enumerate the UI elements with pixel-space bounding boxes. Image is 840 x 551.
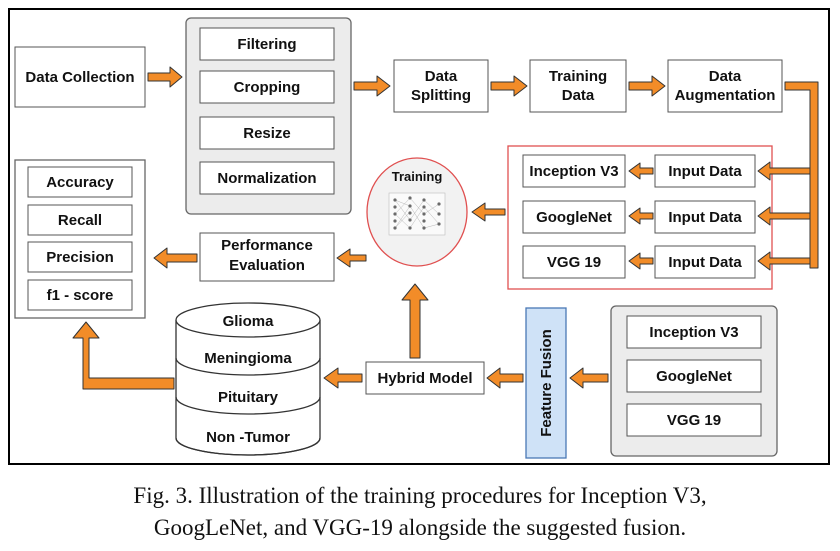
cropping-box bbox=[199, 70, 335, 104]
data-splitting-box bbox=[393, 59, 489, 113]
input-data-label-2: Input Data bbox=[668, 209, 742, 226]
feature-fusion-label: Feature Fusion bbox=[538, 329, 555, 437]
filtering-label: Filtering bbox=[237, 36, 296, 53]
fusion-googlenet-box bbox=[626, 359, 762, 393]
training-label: Training bbox=[392, 169, 443, 184]
performance-evaluation-label-1: Performance bbox=[221, 237, 313, 254]
resize-label: Resize bbox=[243, 125, 291, 142]
arrow-to-input-data-2 bbox=[757, 206, 811, 226]
fusion-inception-v3-label: Inception V3 bbox=[649, 324, 738, 341]
data-splitting-label-1: Data bbox=[425, 68, 458, 85]
arrow-collection-to-preprocessing bbox=[147, 66, 183, 88]
recall-label: Recall bbox=[58, 212, 102, 229]
training-data-box bbox=[529, 59, 627, 113]
pituitary-label: Pituitary bbox=[218, 389, 279, 406]
training-data-label-1: Training bbox=[549, 68, 607, 85]
input-data-label-1: Input Data bbox=[668, 163, 742, 180]
accuracy-label: Accuracy bbox=[46, 174, 114, 191]
f1-score-label: f1 - score bbox=[47, 287, 114, 304]
feature-fusion-box bbox=[525, 307, 567, 459]
glioma-label: Glioma bbox=[223, 313, 275, 330]
precision-label: Precision bbox=[46, 249, 114, 266]
precision-box bbox=[27, 241, 133, 273]
arrow-augmentation-connector bbox=[784, 81, 819, 269]
hybrid-model-label: Hybrid Model bbox=[377, 370, 472, 387]
arrow-training-data-to-augmentation bbox=[628, 75, 666, 97]
caption-line-1: Fig. 3. Illustration of the training pro… bbox=[133, 483, 707, 508]
arrow-backbones-to-fusion bbox=[569, 367, 609, 389]
arrow-to-input-data-3 bbox=[757, 251, 811, 271]
googlenet-box bbox=[522, 200, 626, 234]
training-data-label-2: Data bbox=[562, 87, 595, 104]
non-tumor-label: Non -Tumor bbox=[206, 429, 290, 446]
meningioma-label: Meningioma bbox=[204, 350, 292, 367]
arrow-preprocessing-to-splitting bbox=[353, 75, 391, 97]
recall-box bbox=[27, 204, 133, 236]
inception-v3-label: Inception V3 bbox=[529, 163, 618, 180]
data-splitting-label-2: Splitting bbox=[411, 87, 471, 104]
arrow-hybrid-to-training bbox=[401, 283, 429, 359]
googlenet-label: GoogleNet bbox=[536, 209, 612, 226]
vgg19-label: VGG 19 bbox=[547, 254, 601, 271]
arrow-hybrid-to-database bbox=[323, 367, 363, 389]
data-collection-label: Data Collection bbox=[25, 69, 134, 86]
cropping-label: Cropping bbox=[234, 79, 301, 96]
arrow-splitting-to-training-data bbox=[490, 75, 528, 97]
performance-evaluation-box bbox=[199, 232, 335, 282]
hybrid-model-box bbox=[365, 361, 485, 395]
data-augmentation-label-1: Data bbox=[709, 68, 742, 85]
data-collection-box bbox=[14, 46, 146, 108]
arrow-training-to-evaluation bbox=[336, 248, 367, 268]
arrow-to-input-data-1 bbox=[757, 161, 811, 181]
arrow-input-to-vgg19 bbox=[628, 252, 654, 270]
arrow-input-to-googlenet bbox=[628, 207, 654, 225]
accuracy-box bbox=[27, 166, 133, 198]
normalization-box bbox=[199, 161, 335, 195]
vgg19-box bbox=[522, 245, 626, 279]
input-data-label-3: Input Data bbox=[668, 254, 742, 271]
figure-caption: Fig. 3. Illustration of the training pro… bbox=[0, 480, 840, 544]
fusion-googlenet-label: GoogleNet bbox=[656, 368, 732, 385]
f1-score-box bbox=[27, 279, 133, 311]
fusion-vgg19-label: VGG 19 bbox=[667, 412, 721, 429]
input-data-box-1 bbox=[654, 154, 756, 188]
data-augmentation-box bbox=[667, 59, 783, 113]
arrow-database-to-metrics bbox=[72, 321, 175, 390]
resize-box bbox=[199, 116, 335, 150]
inception-v3-box bbox=[522, 154, 626, 188]
fusion-inception-v3-box bbox=[626, 315, 762, 349]
input-data-box-2 bbox=[654, 200, 756, 234]
arrow-input-to-inception bbox=[628, 162, 654, 180]
performance-evaluation-label-2: Evaluation bbox=[229, 257, 305, 274]
arrow-evaluation-to-metrics bbox=[153, 247, 198, 269]
tumor-class-database bbox=[175, 302, 321, 456]
data-augmentation-label-2: Augmentation bbox=[675, 87, 776, 104]
filtering-box bbox=[199, 27, 335, 61]
normalization-label: Normalization bbox=[217, 170, 316, 187]
arrow-models-to-training bbox=[471, 202, 506, 222]
neural-network-icon bbox=[388, 192, 446, 236]
caption-line-2: GoogLeNet, and VGG-19 alongside the sugg… bbox=[153, 515, 687, 540]
arrow-fusion-to-hybrid bbox=[486, 367, 524, 389]
input-data-box-3 bbox=[654, 245, 756, 279]
fusion-vgg19-box bbox=[626, 403, 762, 437]
